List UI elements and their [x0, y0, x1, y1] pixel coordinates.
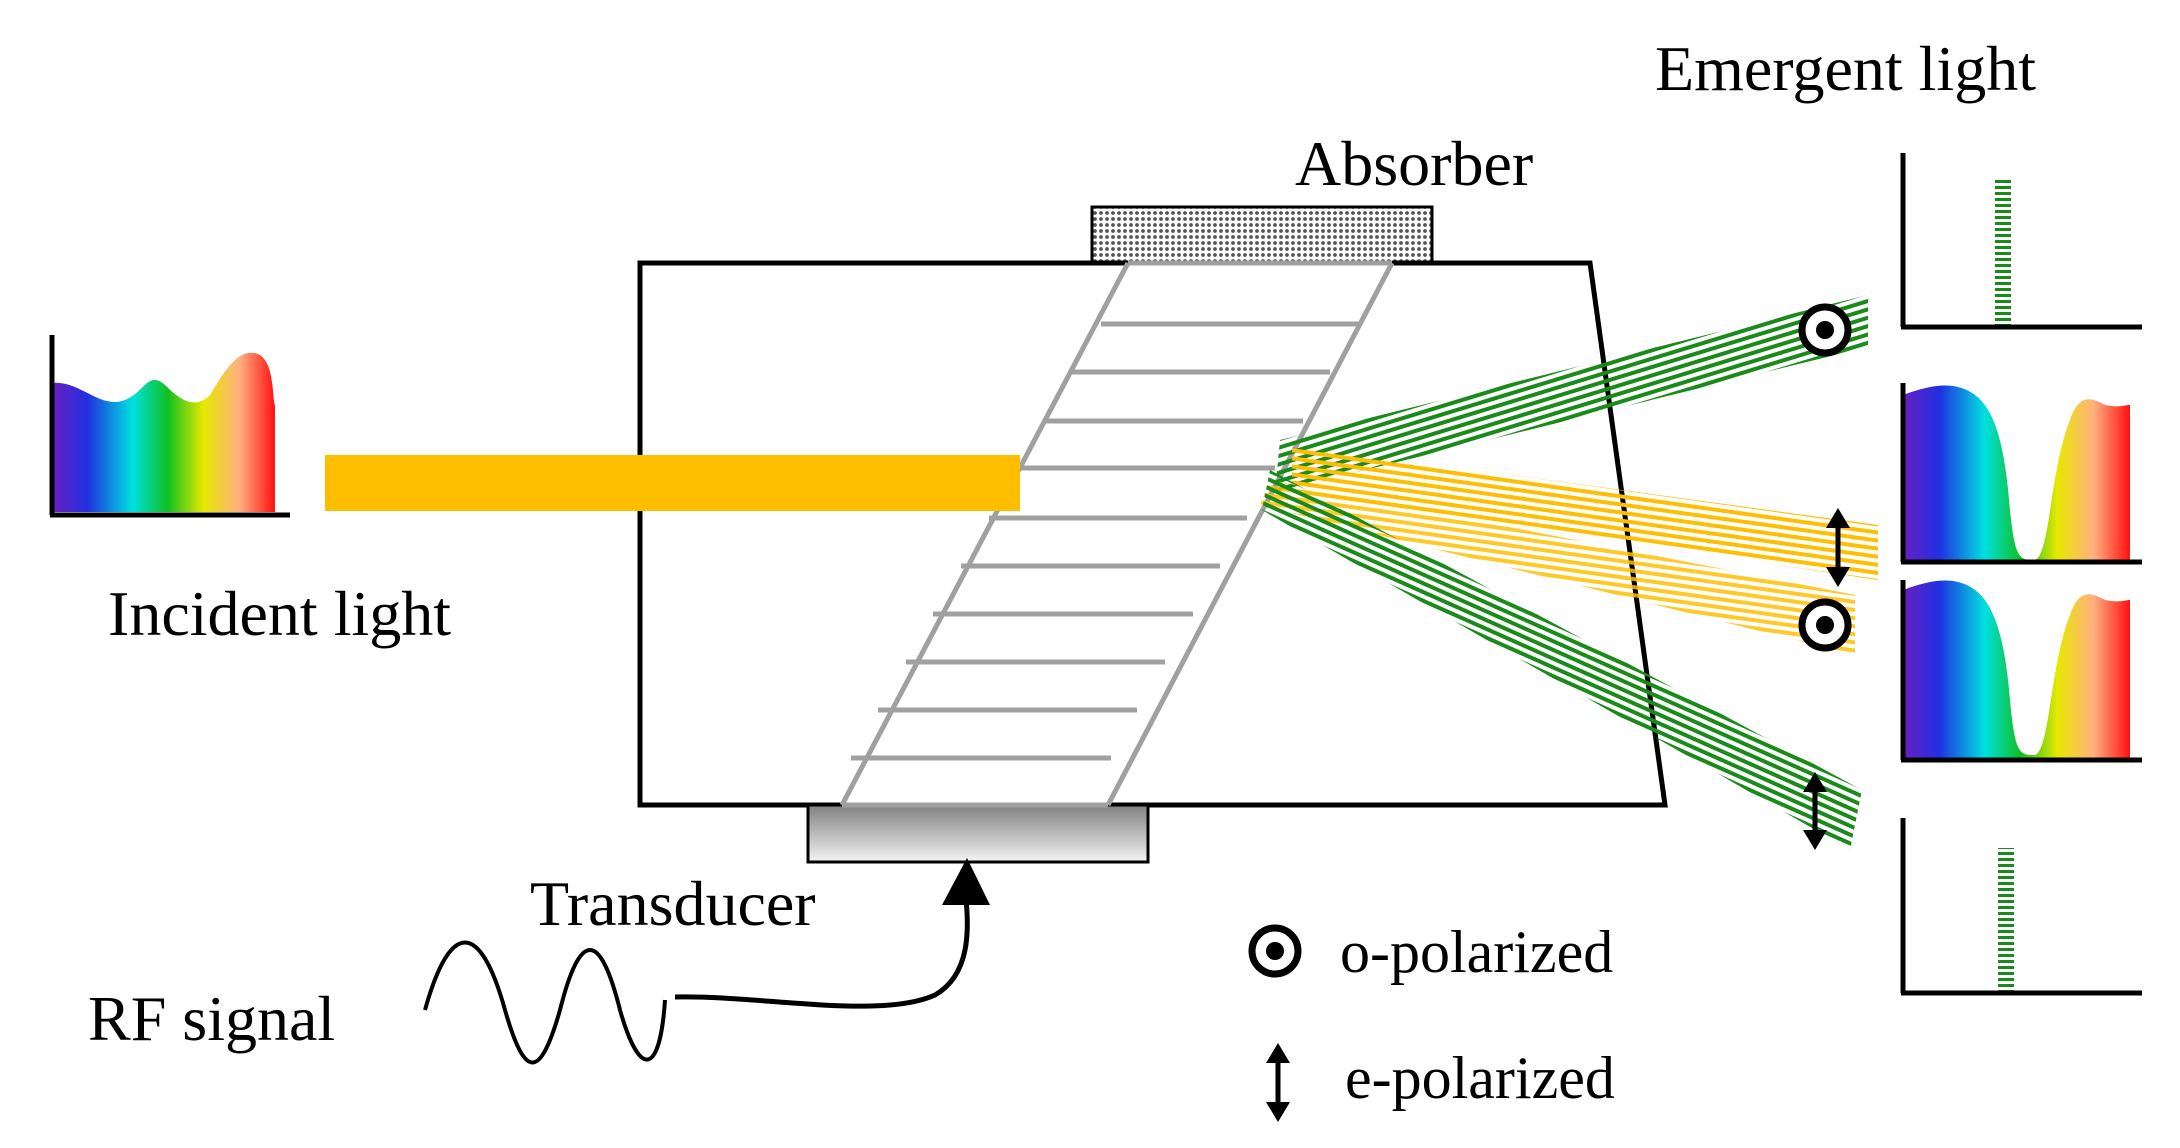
circled-dot-icon — [1798, 598, 1852, 652]
transducer-block — [806, 803, 1150, 864]
label-o-polarized: o-polarized — [1340, 919, 1613, 985]
rf-signal-wave — [423, 940, 667, 1065]
beam-lower-green — [1262, 470, 1862, 850]
circled-dot-icon — [1798, 303, 1852, 357]
beam-middle-yellow-lower — [1260, 480, 1855, 655]
legend-o-polarized-icon — [1248, 924, 1302, 978]
legend-e-polarized-icon — [1266, 1043, 1290, 1122]
incident-beam — [325, 455, 1020, 511]
label-rf-signal: RF signal — [88, 983, 335, 1054]
label-absorber: Absorber — [1295, 128, 1533, 199]
rf-feed-arrow — [674, 889, 970, 1009]
emergent-spectrum-1 — [1900, 153, 2142, 330]
label-incident-light: Incident light — [108, 578, 451, 649]
label-e-polarized: e-polarized — [1345, 1045, 1615, 1111]
emergent-spectrum-3 — [1900, 580, 2142, 763]
absorber-block — [1090, 205, 1434, 265]
beam-upper-green — [1275, 295, 1868, 492]
label-emergent-light: Emergent light — [1655, 33, 2036, 104]
incident-spectrum — [49, 335, 290, 518]
arrowhead-icon — [942, 858, 990, 905]
label-transducer: Transducer — [530, 868, 816, 939]
emergent-spectrum-2 — [1900, 383, 2142, 565]
double-arrow-icon — [1826, 508, 1850, 587]
double-arrow-icon — [1803, 772, 1827, 850]
beam-middle-yellow — [1292, 445, 1878, 580]
acoustic-grating — [839, 260, 1395, 808]
emergent-spectrum-4 — [1900, 818, 2142, 996]
